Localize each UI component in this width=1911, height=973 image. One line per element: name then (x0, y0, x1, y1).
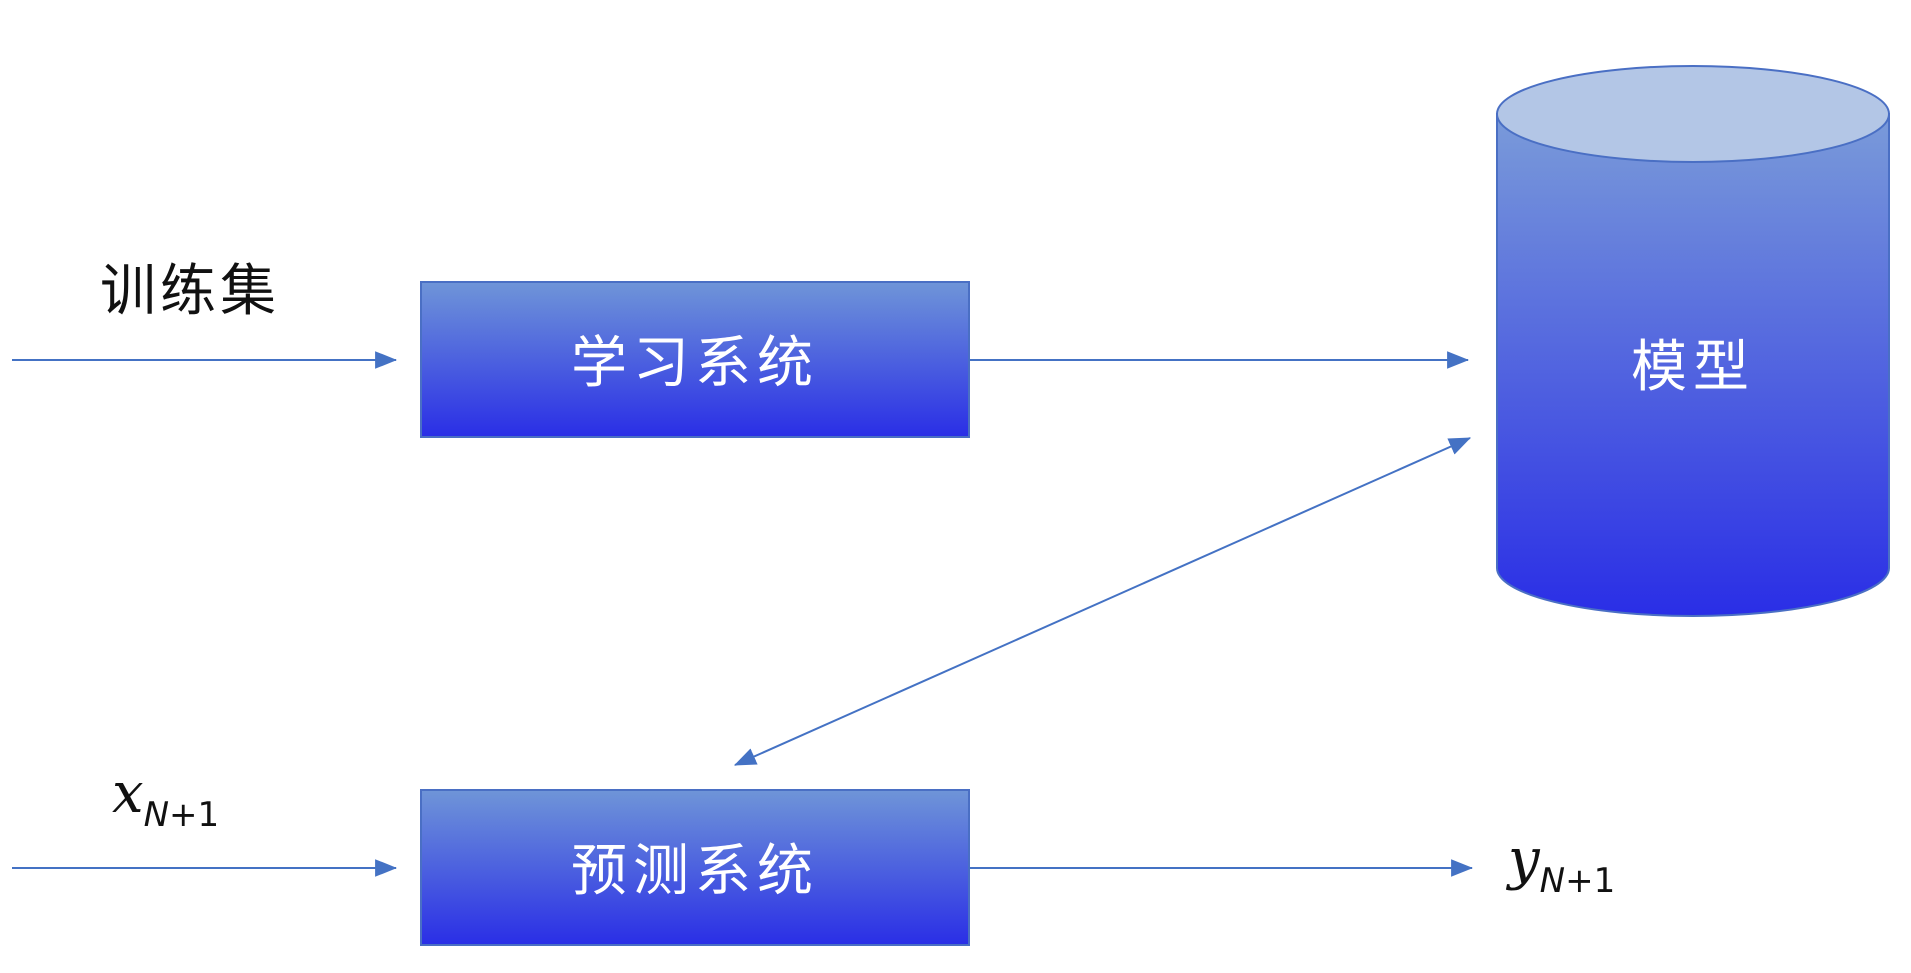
training-set-label: 训练集 (100, 259, 280, 324)
prediction-system-label: 预测系统 (571, 839, 819, 904)
model-label: 模型 (1631, 335, 1755, 400)
learning-system-box: 学习系统 (420, 281, 970, 438)
model-cylinder: 模型 (1496, 65, 1890, 617)
svg-text:yN+1: yN+1 (1505, 827, 1615, 901)
arrow-model-prediction (733, 437, 1472, 766)
x-input-label: xN+1 (112, 761, 219, 835)
y-symbol: y (1505, 827, 1541, 892)
x-subscript-var: N (144, 795, 169, 835)
learning-system-label: 学习系统 (571, 331, 819, 396)
y-subscript-var: N (1540, 861, 1565, 901)
x-symbol: x (112, 761, 144, 826)
y-subscript-rest: +1 (1565, 861, 1615, 901)
svg-text:xN+1: xN+1 (112, 761, 219, 835)
y-output-label: yN+1 (1505, 827, 1615, 901)
x-subscript-rest: +1 (169, 795, 219, 835)
prediction-system-box: 预测系统 (420, 789, 970, 946)
